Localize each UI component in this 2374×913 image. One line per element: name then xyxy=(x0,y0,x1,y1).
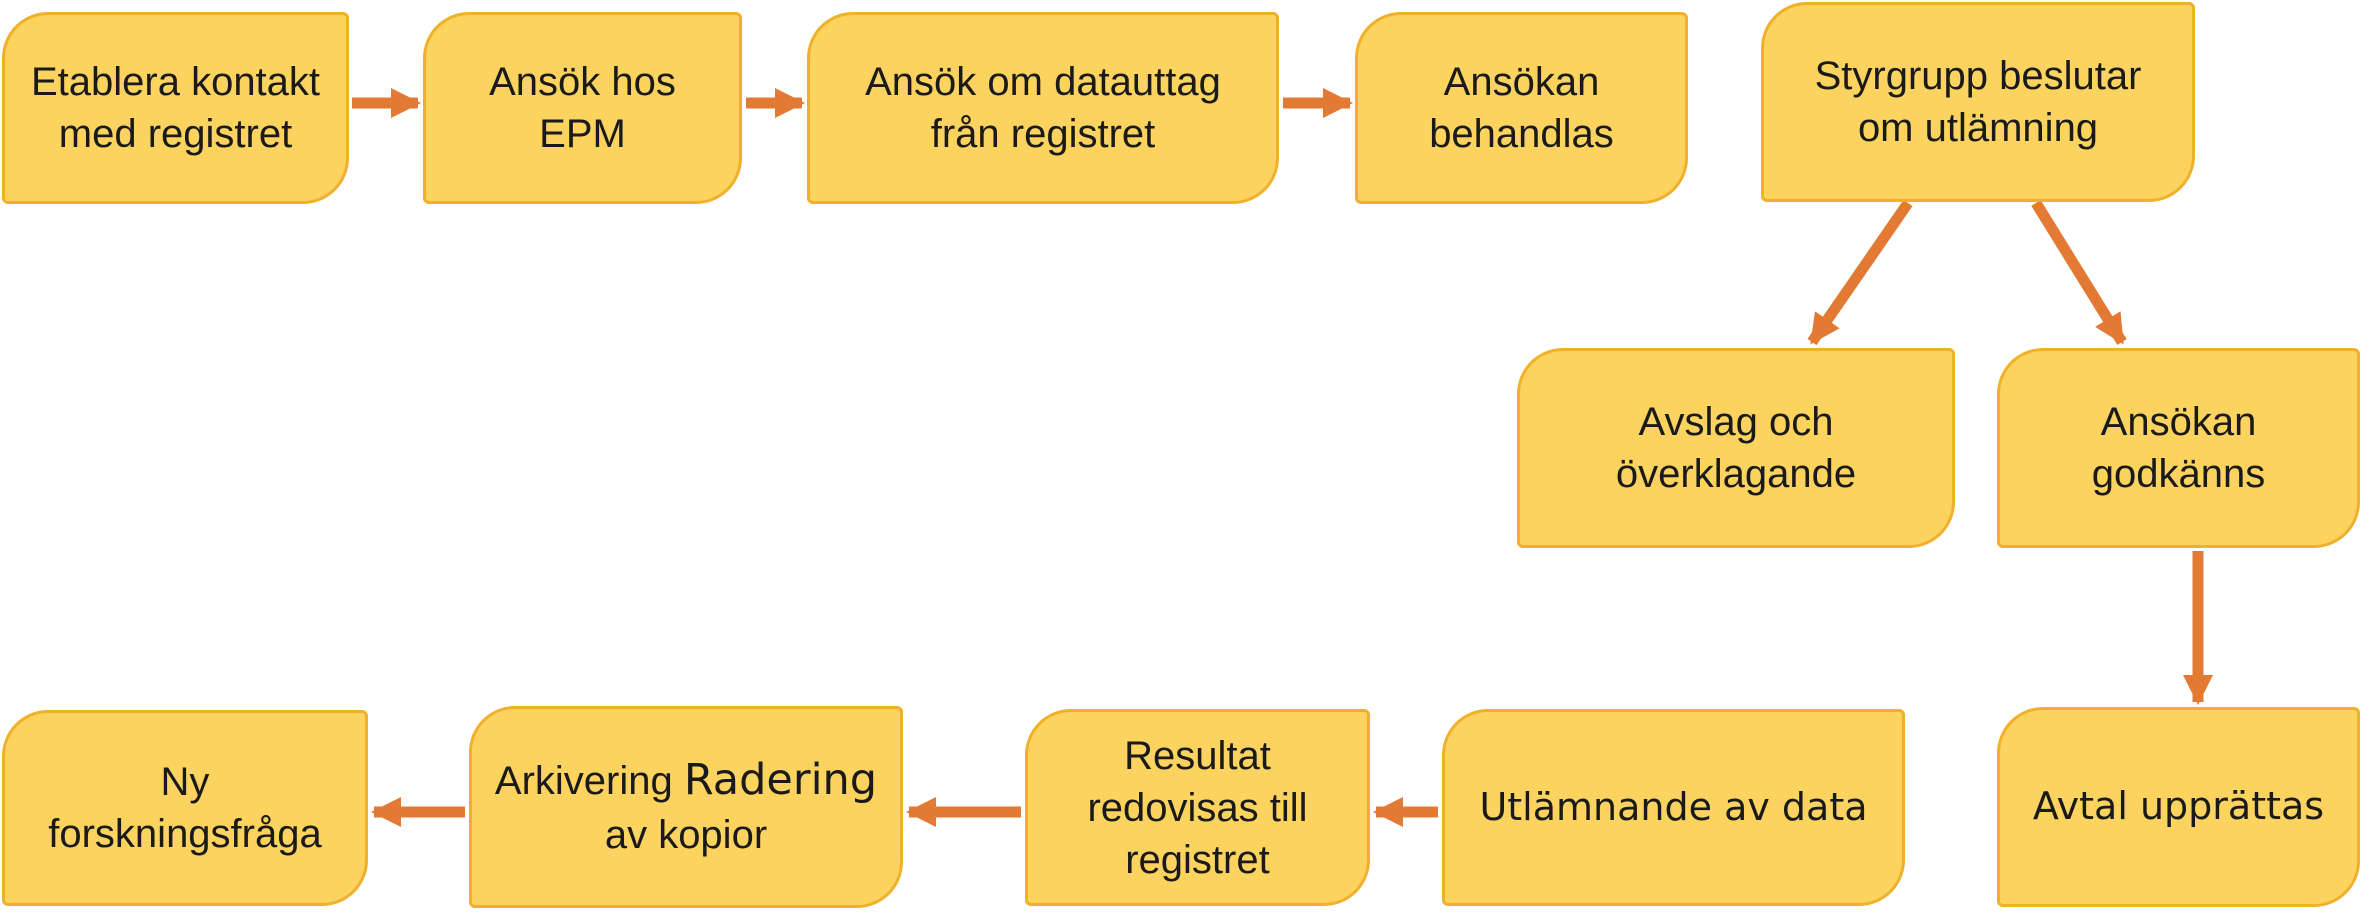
flow-node-etablera-kontakt: Etablera kontakt med registret xyxy=(2,12,349,204)
flow-node-label: Arkivering Radering av kopior xyxy=(495,753,877,861)
arrow-styrgrupp-to-godkanns xyxy=(2031,200,2127,345)
flow-node-avslag: Avslag och överklagande xyxy=(1517,348,1955,548)
flow-node-styrgrupp: Styrgrupp beslutar om utlämning xyxy=(1761,2,2195,202)
flow-node-arkivering: Arkivering Radering av kopior xyxy=(469,706,903,908)
flow-node-label-part: Arkivering xyxy=(494,759,684,804)
flow-node-label-part: av kopior xyxy=(604,812,768,857)
flow-node-ansok-epm: Ansök hos EPM xyxy=(423,12,742,204)
arrow-styrgrupp-to-avslag xyxy=(1807,199,1913,346)
flow-node-resultat: Resultat redovisas till registret xyxy=(1025,709,1370,906)
flow-node-ansokan-behandlas: Ansökan behandlas xyxy=(1355,12,1688,204)
flow-node-label-part: Radering xyxy=(683,755,878,806)
flow-node-ansok-datauttag: Ansök om datauttag från registret xyxy=(807,12,1279,204)
flow-node-avtal: Avtal upprättas xyxy=(1997,707,2360,907)
flow-node-godkanns: Ansökan godkänns xyxy=(1997,348,2360,548)
flow-node-ny-forskningsfraga: Ny forskningsfråga xyxy=(2,710,368,906)
flow-node-utlamnande: Utlämnande av data xyxy=(1442,709,1905,906)
